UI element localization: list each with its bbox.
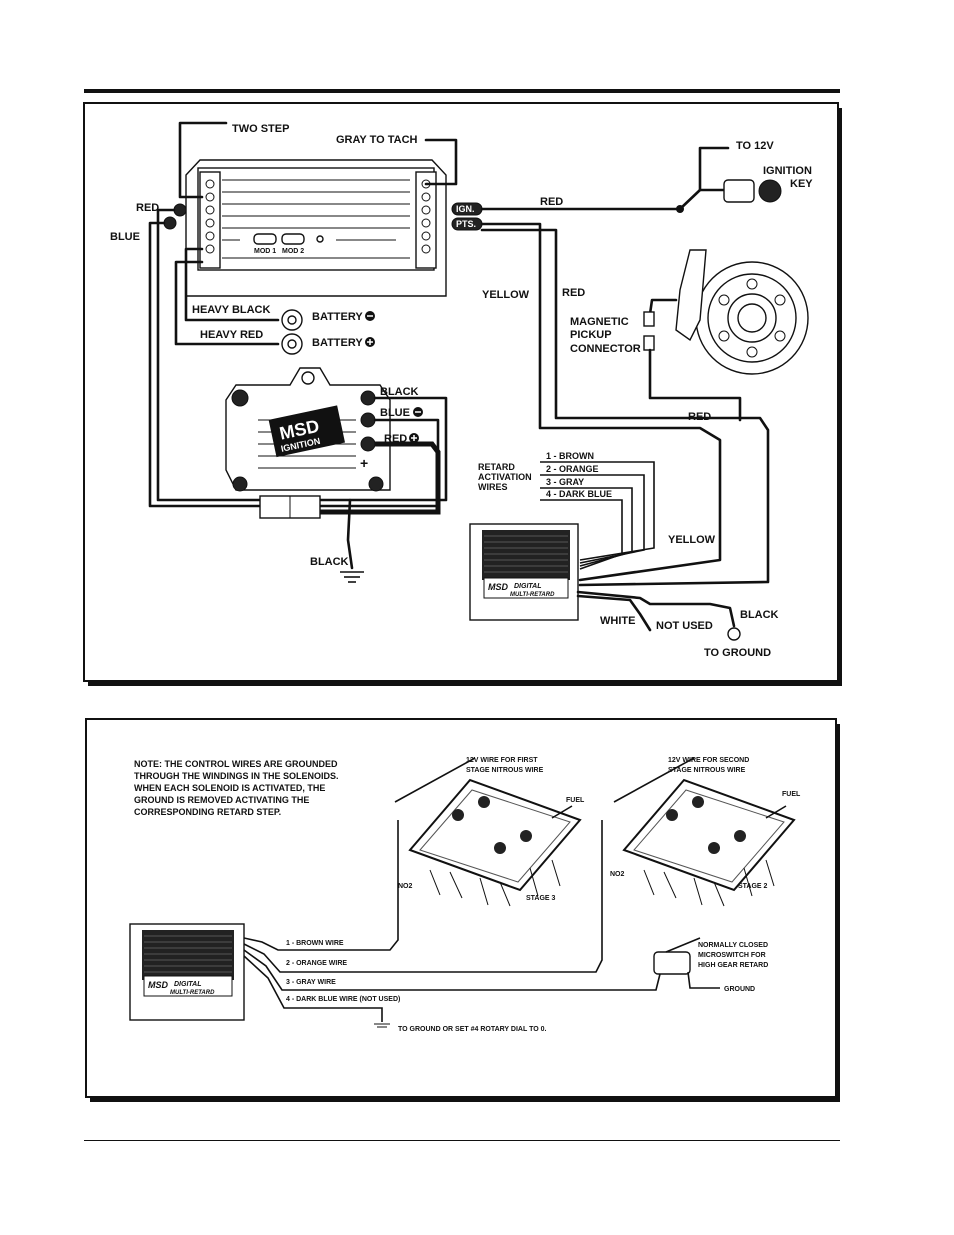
- battery-neg-label: BATTERY: [312, 311, 363, 323]
- note-line4: GROUND IS REMOVED ACTIVATING THE: [134, 795, 309, 805]
- fuel-2-label: FUEL: [782, 791, 801, 798]
- stage2-label: STAGE 2: [738, 883, 768, 890]
- wire-list-3: 3 - GRAY: [546, 477, 584, 487]
- box-sub-bottom: DIGITAL: [174, 981, 201, 988]
- box-sub: DIGITAL: [514, 583, 541, 590]
- red-ign-label: RED: [540, 196, 563, 208]
- battery-pos-label: BATTERY: [312, 337, 363, 349]
- wire-gray: 3 - GRAY WIRE: [286, 979, 336, 986]
- pts-terminal: PTS.: [456, 219, 476, 229]
- ignition-key-line1: IGNITION: [763, 165, 812, 177]
- microswitch-line2: MICROSWITCH FOR: [698, 952, 766, 959]
- black-right-label: BLACK: [740, 609, 779, 621]
- red-coil-label: RED: [384, 433, 407, 445]
- to-12v-label: TO 12V: [736, 140, 774, 152]
- first-stage-line1: 12V WIRE FOR FIRST: [466, 757, 538, 764]
- first-stage-line2: STAGE NITROUS WIRE: [466, 767, 544, 774]
- heavy-black-label: HEAVY BLACK: [192, 304, 270, 316]
- magnetic-pickup-line1: MAGNETIC: [570, 316, 629, 328]
- stage2-plate: [613, 757, 796, 907]
- ignition-key-line2: KEY: [790, 178, 813, 190]
- retard-activation-line3: WIRES: [478, 482, 508, 492]
- note-line5: CORRESPONDING RETARD STEP.: [134, 807, 281, 817]
- gray-to-tach-label: GRAY TO TACH: [336, 134, 418, 146]
- second-stage-line1: 12V WIRE FOR SECOND: [668, 757, 749, 764]
- to-ground-dial: TO GROUND OR SET #4 ROTARY DIAL TO 0.: [398, 1026, 547, 1033]
- two-step-label: TWO STEP: [232, 123, 289, 135]
- header-rule: [84, 89, 840, 93]
- multi-retard-box-bottom: MSD DIGITAL MULTI-RETARD: [129, 923, 245, 1021]
- blue-left-label: BLUE: [110, 231, 140, 243]
- stage3-label: STAGE 3: [526, 895, 556, 902]
- box-sub2: MULTI-RETARD: [510, 592, 555, 598]
- fuel-1-label: FUEL: [566, 797, 585, 804]
- wire-list-1: 1 - BROWN: [546, 451, 594, 461]
- no2-2-label: NO2: [610, 871, 625, 878]
- crank-trigger: [675, 249, 809, 375]
- wire-list-4: 4 - DARK BLUE: [546, 489, 612, 499]
- magnetic-pickup-line3: CONNECTOR: [570, 343, 641, 355]
- note-line1: NOTE: THE CONTROL WIRES ARE GROUNDED: [134, 759, 338, 769]
- heavy-red-label: HEAVY RED: [200, 329, 263, 341]
- wire-dark-blue: 4 - DARK BLUE WIRE (NOT USED): [286, 996, 400, 1003]
- ignition-box: MOD 1 MOD 2 IGN. PTS.: [163, 159, 483, 297]
- msd-coil: MSD IGNITION +: [225, 367, 391, 492]
- to-ground-label: TO GROUND: [704, 647, 771, 659]
- box-sub2-bottom: MULTI-RETARD: [170, 990, 215, 996]
- stage3-plate: [394, 757, 582, 907]
- top-wiring-diagram: MOD 1 MOD 2 IGN. PTS.: [83, 102, 842, 686]
- multi-retard-box: MSD DIGITAL MULTI-RETARD: [469, 523, 579, 621]
- footer-rule: [84, 1140, 840, 1141]
- no2-1-label: NO2: [398, 883, 413, 890]
- retard-activation-line2: ACTIVATION: [478, 472, 532, 482]
- svg-text:+: +: [360, 455, 368, 471]
- note-line2: THROUGH THE WINDINGS IN THE SOLENOIDS.: [134, 771, 339, 781]
- ign-terminal: IGN.: [456, 204, 475, 214]
- ground-label: GROUND: [724, 986, 755, 993]
- white-label: WHITE: [600, 615, 635, 627]
- not-used-label: NOT USED: [656, 620, 713, 632]
- retard-activation-line1: RETARD: [478, 462, 515, 472]
- yellow-right-label: YELLOW: [668, 534, 716, 546]
- black-ground-label: BLACK: [310, 556, 349, 568]
- magnetic-pickup-line2: PICKUP: [570, 329, 612, 341]
- bottom-wiring-diagram: NOTE: THE CONTROL WIRES ARE GROUNDED THR…: [85, 718, 840, 1102]
- red-left-label: RED: [136, 202, 159, 214]
- wire-list-2: 2 - ORANGE: [546, 464, 599, 474]
- box-brand: MSD: [488, 582, 509, 592]
- box-brand-bottom: MSD: [148, 980, 169, 990]
- yellow-mid-label: YELLOW: [482, 289, 530, 301]
- note-line3: WHEN EACH SOLENOID IS ACTIVATED, THE: [134, 783, 325, 793]
- mod2-label: MOD 2: [282, 248, 304, 255]
- microswitch-line1: NORMALLY CLOSED: [698, 942, 768, 949]
- mod1-label: MOD 1: [254, 248, 276, 255]
- red-pickup-label: RED: [688, 411, 711, 423]
- red-mid-label: RED: [562, 287, 585, 299]
- second-stage-line2: STAGE NITROUS WIRE: [668, 767, 746, 774]
- black-coil-label: BLACK: [380, 386, 419, 398]
- wire-orange: 2 - ORANGE WIRE: [286, 960, 347, 967]
- blue-coil-label: BLUE: [380, 407, 410, 419]
- wire-brown: 1 - BROWN WIRE: [286, 940, 344, 947]
- microswitch-line3: HIGH GEAR RETARD: [698, 962, 768, 969]
